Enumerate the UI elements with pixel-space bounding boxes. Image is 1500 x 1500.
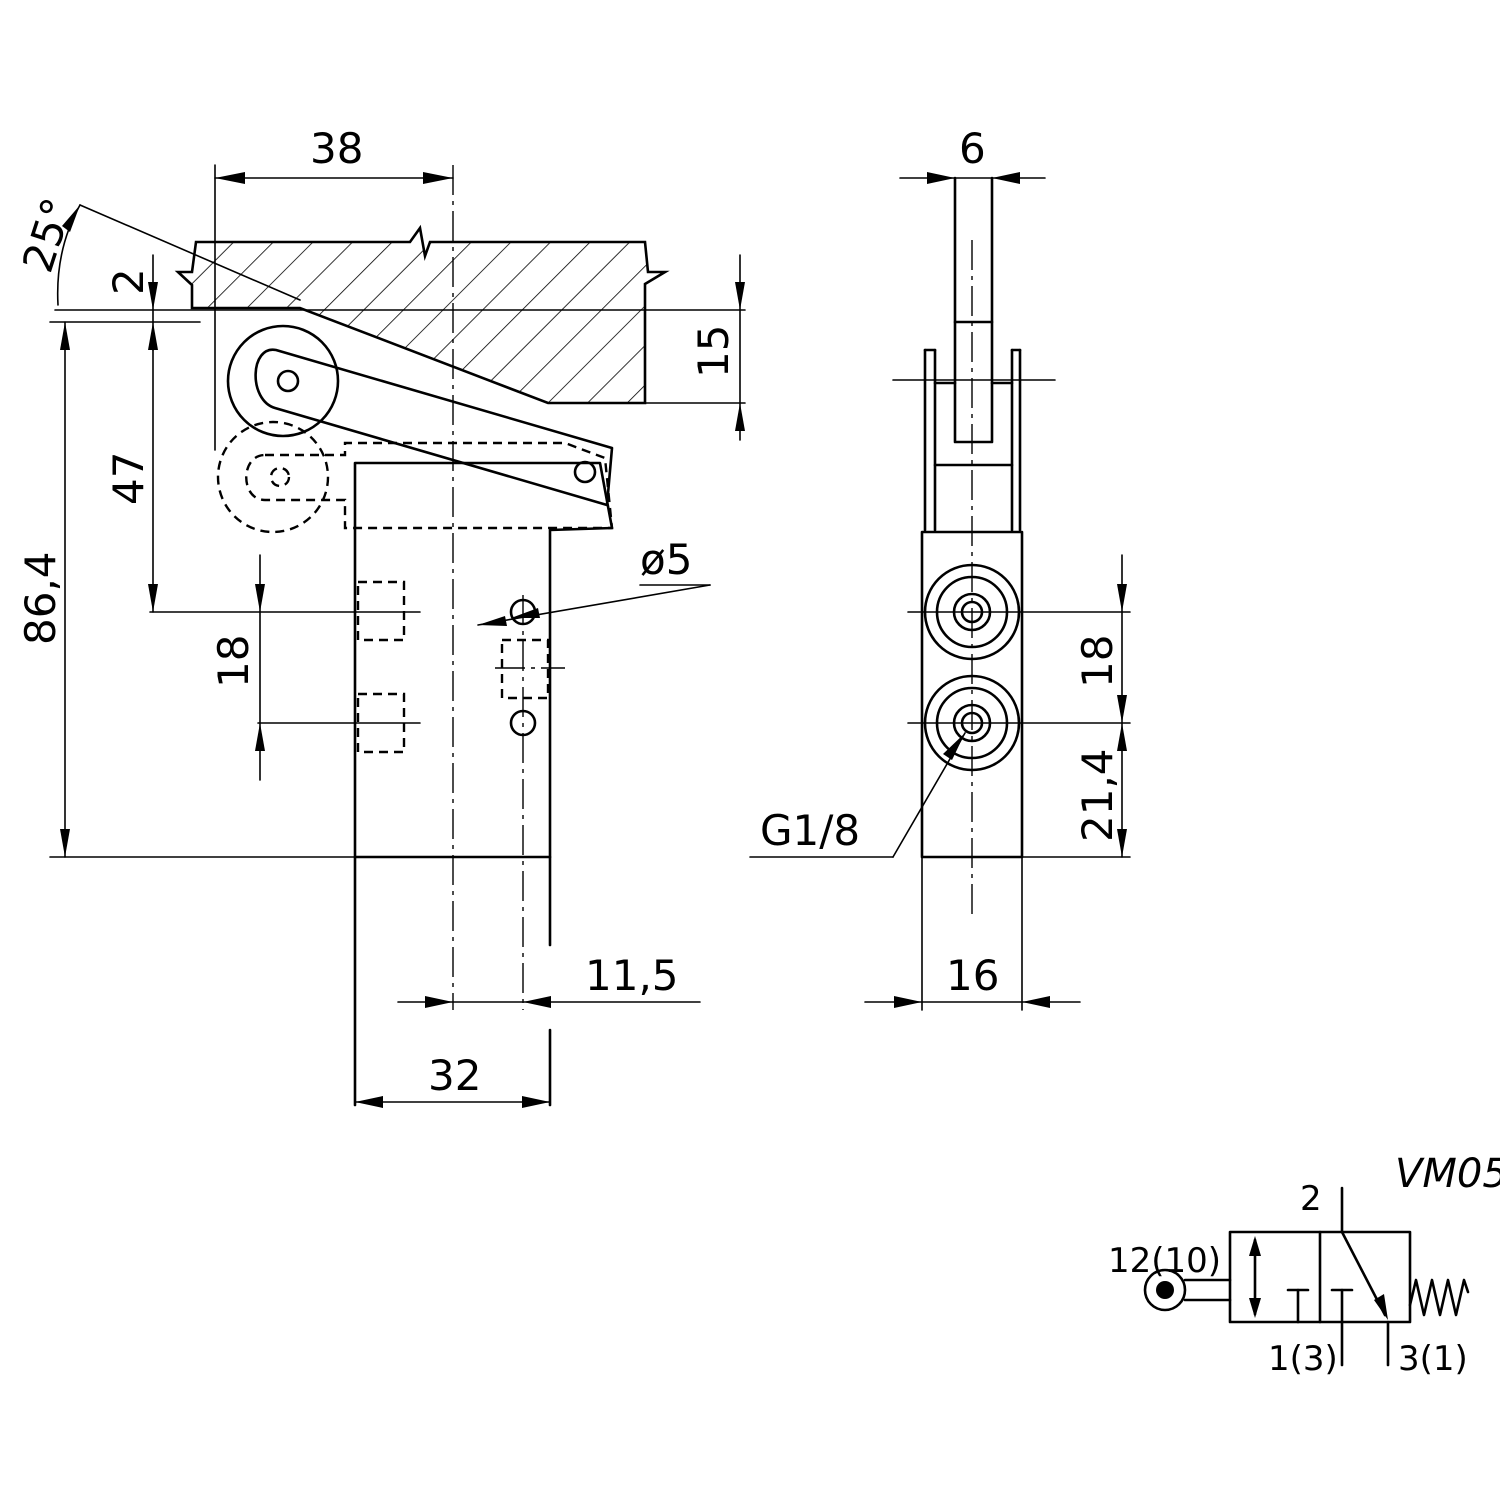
cam-block [174,224,670,405]
dim-11-5: 11,5 [585,951,679,1000]
valve-body [353,461,614,859]
lever-arm [254,348,614,507]
side-view [892,176,1131,1011]
roller-rest [216,420,330,534]
dim-38: 38 [310,124,363,173]
dim-47: 47 [104,452,153,505]
dim-thread: G1/8 [760,806,860,855]
spring-icon [1408,1278,1470,1317]
dim-18-side: 18 [1073,635,1122,688]
front-view [49,164,746,1107]
dim-16: 16 [946,951,999,1000]
dim-32: 32 [428,1051,481,1100]
dim-25deg: 25° [13,192,83,278]
roller [226,324,340,438]
dim-6: 6 [959,124,986,173]
roller-actuator-icon [1143,1268,1187,1312]
side-dimensions: 6 18 21,4 G1/8 16 [749,124,1127,1008]
dim-15: 15 [689,325,738,378]
port-12-label: 12(10) [1108,1241,1221,1281]
front-dimensions: 38 25° 2 47 86,4 15 18 ø5 11,5 32 [13,124,745,1108]
dim-hole-diameter: ø5 [640,535,692,584]
dim-86-4: 86,4 [16,551,65,645]
valve-symbol: VM05 2 12(10) 1(3) 3(1) [1108,1151,1500,1379]
port-1-label: 1(3) [1268,1339,1338,1379]
port-2-label: 2 [1300,1179,1322,1219]
dim-2: 2 [104,268,153,295]
dim-18-front: 18 [209,635,258,688]
side-roller [953,320,994,444]
dim-21-4: 21,4 [1073,748,1122,842]
port-3-label: 3(1) [1398,1339,1468,1379]
model-label: VM05 [1395,1151,1500,1197]
